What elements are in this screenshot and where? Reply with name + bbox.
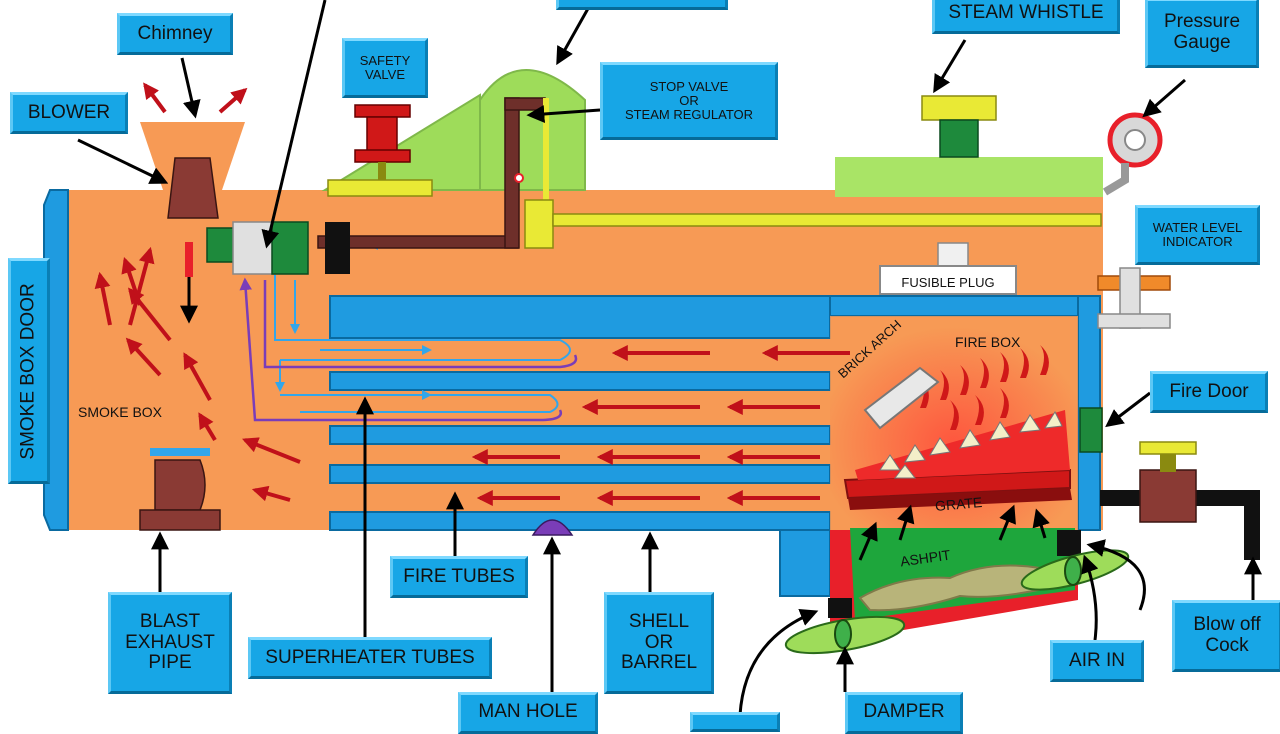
blow-off-line2: Cock bbox=[1205, 635, 1249, 656]
fire-tubes-label: FIRE TUBES bbox=[390, 556, 528, 598]
chimney-label: Chimney bbox=[117, 13, 233, 55]
water-level-line2: INDICATOR bbox=[1162, 234, 1233, 249]
safety-valve-line1: SAFETY bbox=[359, 52, 411, 68]
stop-valve-line1: STOP VALVE bbox=[649, 78, 729, 94]
damper-label: DAMPER bbox=[845, 692, 963, 734]
grate-fire bbox=[843, 345, 1072, 510]
air-in-label: AIR IN bbox=[1050, 640, 1144, 682]
smoke-box-door-text: SMOKE BOX DOOR bbox=[17, 282, 39, 460]
dampers bbox=[784, 530, 1130, 655]
dome-top bbox=[835, 157, 1103, 197]
stop-valve-line2: OR bbox=[679, 92, 699, 108]
fire-box-text: FIRE BOX bbox=[955, 334, 1021, 350]
shell-barrel-label: SHELL OR BARREL bbox=[604, 592, 714, 694]
steam-dome bbox=[479, 69, 586, 191]
water-level-indicator bbox=[1097, 267, 1171, 329]
regulator-rod bbox=[524, 199, 1102, 249]
fire-tubes bbox=[329, 295, 831, 531]
fire-door-label: Fire Door bbox=[1150, 371, 1268, 413]
steam-whistle bbox=[921, 95, 997, 158]
smoke-box-door-label: SMOKE BOX DOOR bbox=[8, 258, 50, 484]
blast-pipe-line1: BLAST bbox=[139, 610, 201, 632]
leader-arrows bbox=[77, 0, 1262, 716]
smoke-box-text: SMOKE BOX bbox=[78, 404, 163, 420]
ashpit bbox=[830, 528, 1078, 640]
man-hole bbox=[531, 519, 574, 536]
unlabelled-box-top bbox=[556, 0, 728, 10]
fire-door bbox=[1079, 407, 1103, 453]
safety-valve-label: SAFETY VALVE bbox=[342, 38, 428, 98]
unlabelled-box-bottom bbox=[690, 712, 780, 732]
blast-pipe-line2: EXHAUST bbox=[125, 631, 215, 653]
man-hole-label: MAN HOLE bbox=[458, 692, 598, 734]
smoke-box-door bbox=[43, 189, 69, 531]
steam-pipe bbox=[317, 97, 549, 249]
safety-valve-line2: VALVE bbox=[365, 67, 405, 82]
blast-pipe-line3: PIPE bbox=[148, 652, 192, 674]
water-level-line1: WATER LEVEL bbox=[1152, 219, 1243, 235]
blast-pipe-label: BLAST EXHAUST PIPE bbox=[108, 592, 232, 694]
safety-valve bbox=[327, 104, 433, 197]
water-level-label: WATER LEVEL INDICATOR bbox=[1135, 205, 1260, 265]
pressure-gauge bbox=[1102, 112, 1163, 196]
blast-exhaust-pipe bbox=[139, 448, 221, 531]
blow-off-line1: Blow off bbox=[1193, 614, 1261, 636]
superheater-header bbox=[180, 221, 350, 324]
fusible-plug-text: FUSIBLE PLUG bbox=[901, 275, 995, 290]
pressure-gauge-line1: Pressure bbox=[1163, 11, 1241, 33]
stop-valve-line3: STEAM REGULATOR bbox=[624, 107, 754, 123]
pressure-gauge-line2: Gauge bbox=[1173, 32, 1231, 53]
stop-valve-label: STOP VALVE OR STEAM REGULATOR bbox=[600, 62, 778, 140]
superheater-return bbox=[239, 277, 578, 422]
steam-whistle-label: STEAM WHISTLE bbox=[932, 0, 1120, 34]
blow-off-cock bbox=[1100, 441, 1260, 560]
shell-line3: BARREL bbox=[620, 652, 698, 674]
shell-line2: OR bbox=[644, 631, 674, 653]
blow-off-cock-label: Blow off Cock bbox=[1172, 600, 1280, 672]
shell-line1: SHELL bbox=[628, 610, 690, 632]
brick-arch bbox=[863, 366, 940, 430]
blower-label: BLOWER bbox=[10, 92, 128, 134]
superheater-tubes-label: SUPERHEATER TUBES bbox=[248, 637, 492, 679]
pressure-gauge-label: Pressure Gauge bbox=[1145, 0, 1259, 68]
fusible-plug bbox=[879, 242, 1017, 295]
flue-gas-arrows bbox=[94, 82, 850, 506]
